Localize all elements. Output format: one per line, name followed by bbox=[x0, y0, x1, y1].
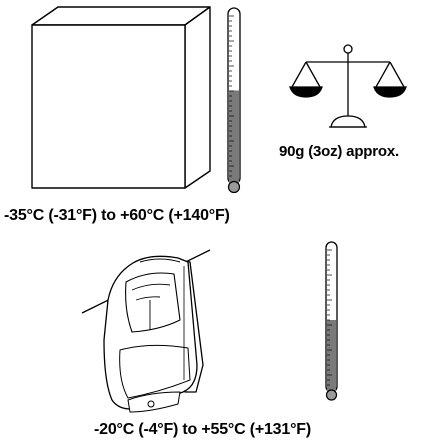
balance-scale-icon bbox=[289, 44, 407, 128]
operating-thermometer-mercury bbox=[327, 320, 336, 392]
weight-label: 90g (3oz) approx. bbox=[279, 143, 399, 160]
package-box-icon bbox=[31, 6, 211, 189]
storage-thermometer-mercury bbox=[229, 90, 239, 184]
storage-thermometer-icon bbox=[227, 7, 241, 194]
operating-temperature-label: -20°C (-4°F) to +55°C (+131°F) bbox=[94, 421, 311, 438]
sensor-device-icon bbox=[81, 249, 211, 413]
operating-thermometer-scale bbox=[327, 249, 332, 386]
operating-thermometer-icon bbox=[325, 241, 338, 401]
storage-thermometer-bulb bbox=[227, 180, 241, 194]
storage-thermometer-scale bbox=[229, 15, 234, 177]
storage-temperature-label: -35°C (-31°F) to +60°C (+140°F) bbox=[4, 207, 230, 224]
operating-thermometer-bulb bbox=[325, 389, 338, 401]
